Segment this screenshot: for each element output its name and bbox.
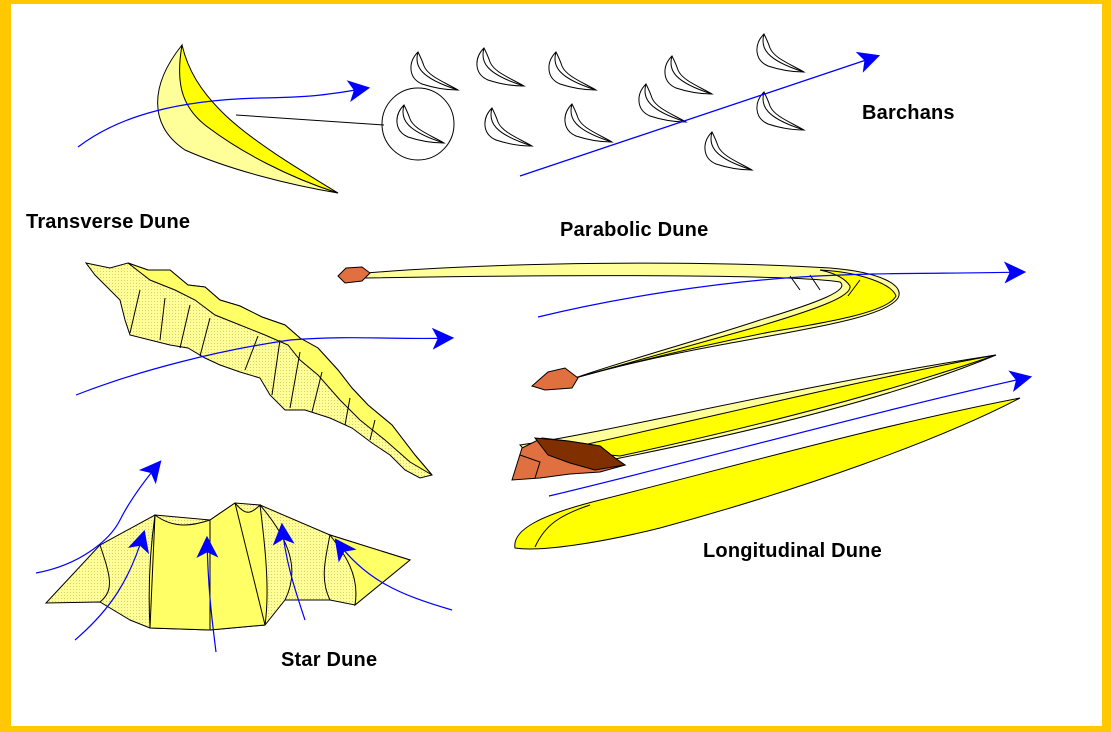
star-dune bbox=[46, 503, 410, 630]
label-parabolic-dune: Parabolic Dune bbox=[560, 219, 708, 242]
small-barchan bbox=[477, 48, 524, 86]
small-barchan bbox=[639, 84, 686, 122]
small-barchan bbox=[757, 34, 804, 72]
small-barchan bbox=[549, 52, 596, 90]
parabolic-dune bbox=[338, 263, 899, 390]
small-barchan bbox=[665, 56, 712, 94]
small-barchan bbox=[757, 92, 804, 130]
small-barchan bbox=[397, 105, 444, 143]
wind-arrow-parabolic bbox=[538, 272, 1024, 317]
label-barchans: Barchans bbox=[862, 102, 955, 125]
small-barchan bbox=[411, 52, 458, 90]
longitudinal-dune bbox=[512, 355, 1020, 549]
small-barchan bbox=[705, 132, 752, 170]
small-barchan bbox=[565, 104, 612, 142]
label-transverse-dune: Transverse Dune bbox=[26, 211, 190, 234]
magnify-circle bbox=[382, 88, 454, 160]
label-star-dune: Star Dune bbox=[281, 649, 377, 672]
label-longitudinal-dune: Longitudinal Dune bbox=[703, 540, 882, 563]
large-barchan bbox=[158, 45, 384, 193]
transverse-dune bbox=[86, 263, 432, 478]
small-barchan bbox=[485, 108, 532, 146]
